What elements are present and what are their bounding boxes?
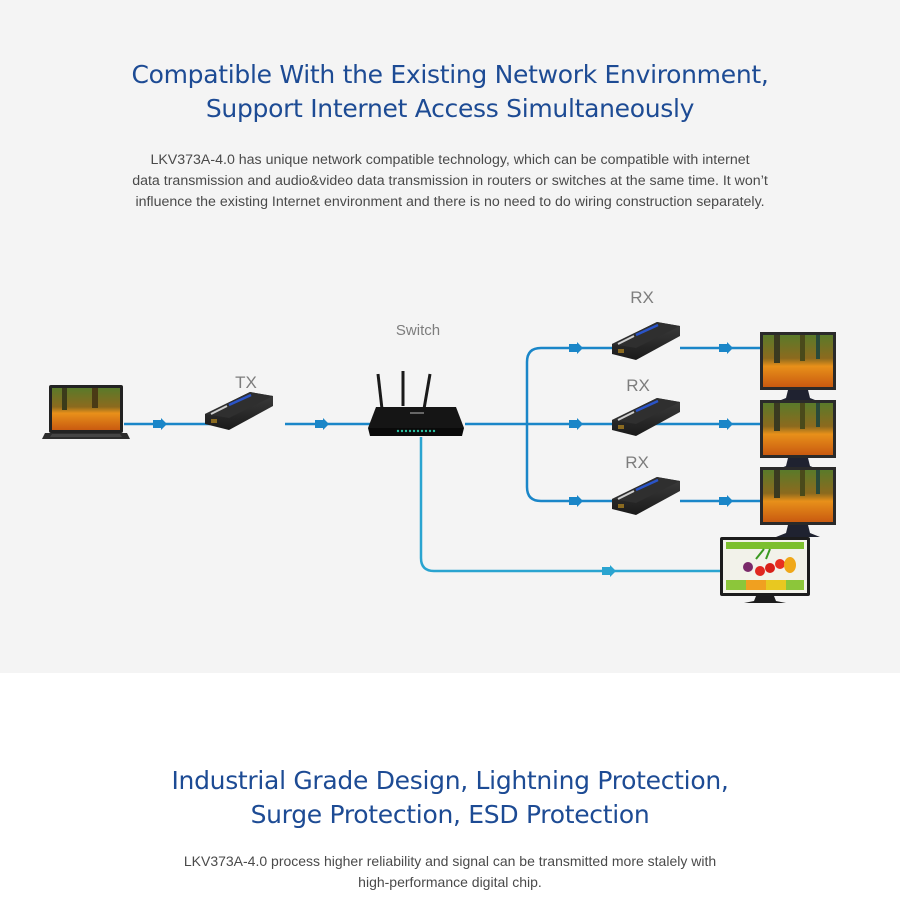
- section-description-protection: LKV373A-4.0 process higher reliability a…: [0, 851, 900, 893]
- tv-icon: [720, 537, 810, 603]
- arrow-icon: [719, 342, 733, 354]
- description-line: LKV373A-4.0 process higher reliability a…: [183, 853, 717, 869]
- rx-label: RX: [626, 376, 650, 395]
- rx-extender-icon: [610, 320, 682, 362]
- arrow-icon: [569, 418, 583, 430]
- tx-label: TX: [235, 373, 257, 392]
- monitor-icon: [760, 400, 836, 470]
- switch-label: Switch: [395, 322, 441, 339]
- headline-line: Compatible With the Existing Network Env…: [131, 60, 769, 89]
- line-branch-rx1: [525, 346, 614, 424]
- description-line: LKV373A-4.0 has unique network compatibl…: [150, 152, 750, 168]
- description-line: high-performance digital chip.: [358, 874, 542, 890]
- section-headline-protection: Industrial Grade Design, Lightning Prote…: [0, 764, 900, 832]
- rx-label: RX: [625, 453, 649, 472]
- tx-extender-icon: [203, 390, 275, 432]
- monitor-icon: [760, 332, 836, 402]
- arrow-icon: [569, 342, 583, 354]
- headline-line: Surge Protection, ESD Protection: [250, 800, 650, 829]
- arrow-icon: [719, 418, 733, 430]
- arrow-icon: [569, 495, 583, 507]
- router-icon: [368, 371, 464, 436]
- arrow-icon: [602, 565, 616, 577]
- arrow-icon: [315, 418, 329, 430]
- headline-line: Industrial Grade Design, Lightning Prote…: [171, 766, 729, 795]
- laptop-icon: [42, 385, 130, 439]
- section-headline-network: Compatible With the Existing Network Env…: [0, 58, 900, 126]
- network-diagram: TX Switch RX RX RX: [0, 240, 900, 660]
- line-switch-to-internet-tv: [419, 437, 722, 573]
- rx-label: RX: [630, 288, 654, 307]
- rx-extender-icon: [610, 475, 682, 517]
- monitor-icon: [760, 467, 836, 537]
- headline-line: Support Internet Access Simultaneously: [205, 94, 695, 123]
- arrow-icon: [153, 418, 167, 430]
- section-description-network: LKV373A-4.0 has unique network compatibl…: [0, 150, 900, 213]
- description-line: influence the existing Internet environm…: [135, 194, 765, 210]
- description-line: data transmission and audio&video data t…: [132, 173, 768, 189]
- arrow-icon: [719, 495, 733, 507]
- line-branch-rx3: [525, 424, 614, 503]
- rx-extender-icon: [610, 396, 682, 438]
